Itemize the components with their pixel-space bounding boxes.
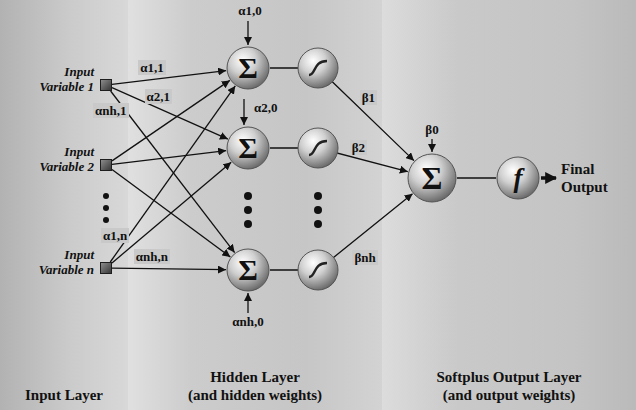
node-symbol: Σ [422,162,443,194]
summation-node: Σ [226,126,270,170]
weight-label-patch: α2,1 [145,89,173,104]
bias-arrow [247,293,248,313]
ellipsis-dot [244,192,252,200]
weight-label-patch: αnh,1 [93,103,128,118]
weight-label: αnh,1 [95,103,126,118]
summation-node: Σ [407,153,457,203]
weight-label-patch: α1,1 [138,60,166,75]
annotation-box: Final Output [559,160,629,196]
weight-label: α1,1 [140,60,164,75]
node-symbol: Σ [238,133,258,163]
weight-label: β1 [362,90,375,105]
sphere-circle [227,249,269,291]
weight-label-patch: β2 [350,140,367,155]
sphere-circle [497,157,539,199]
annotation-box: αnh,0 [230,314,265,330]
output-arrow [541,176,556,180]
input-square [100,79,112,91]
annotation-box: α1,0 [236,3,264,19]
weight-label-patch: βnh [352,250,377,265]
weight-label-patch: αnh,n [134,249,170,264]
weight-label: β2 [352,140,365,155]
ellipsis-dot [314,206,322,214]
layer-label: Softplus Output Layer [436,368,581,386]
weight-label: α1,n [103,228,127,243]
ellipsis-dot [103,205,109,211]
layer-label: (and hidden weights) [188,386,322,404]
weight-label: α2,1 [147,89,171,104]
sigmoid-curve [309,61,327,75]
input-square [100,262,112,274]
ellipsis-dot [103,193,109,199]
summation-node: Σ [226,248,270,292]
sigmoid-curve [309,141,327,155]
bias-arrow [243,99,244,125]
annotation-box: α2,0 [252,100,280,116]
sphere-circle [408,154,456,202]
weight-label-patch: β1 [360,90,377,105]
bias-label: β0 [425,122,438,138]
weight-label: βnh [354,250,375,265]
ellipsis-dot [314,220,322,228]
weight-label: αnh,n [136,249,168,264]
sigmoid-circle [298,48,338,88]
node-symbol: f [514,165,523,192]
summation-node: Σ [226,46,270,90]
input-label: Input Variable n [22,247,94,277]
layer-band: Input Layer Input Variable 1 Input Variabl… [0,0,128,410]
input-label: Input Variable 2 [22,144,94,174]
bias-arrow [431,139,432,152]
sphere-circle [227,47,269,89]
weight-label-patch: α1,n [101,228,129,243]
sphere-circle [227,127,269,169]
sigmoid-curve [309,263,327,277]
input-node: Input Variable 2 [22,144,112,174]
ellipsis-dot [244,206,252,214]
output-function-node: f [496,156,540,200]
bias-label: α1,0 [238,3,262,19]
output-label: Final Output [561,160,627,196]
layer-label: Input Layer [25,386,103,404]
input-node: Input Variable n [22,247,112,277]
ellipsis-dot [244,220,252,228]
bias-arrow [247,21,248,45]
annotation-box: β0 [423,122,440,138]
node-symbol: Σ [238,53,258,83]
bias-label: αnh,0 [232,314,263,330]
ellipsis-dot [314,192,322,200]
input-label: Input Variable 1 [22,64,94,94]
node-symbol: Σ [238,255,258,285]
layer-band: Softplus Output Layer(and output weights… [382,0,636,410]
sigmoid-circle [298,250,338,290]
input-node: Input Variable 1 [22,64,112,94]
sigmoid-circle [298,128,338,168]
layer-label: (and output weights) [443,386,576,404]
input-square [100,159,112,171]
ellipsis-dot [103,217,109,223]
layer-band: Hidden Layer(and hidden weights) Σ Σ Σ [128,0,382,410]
bias-label: α2,0 [254,100,278,116]
weight-connection [457,177,496,178]
layer-label: Hidden Layer [210,368,300,386]
